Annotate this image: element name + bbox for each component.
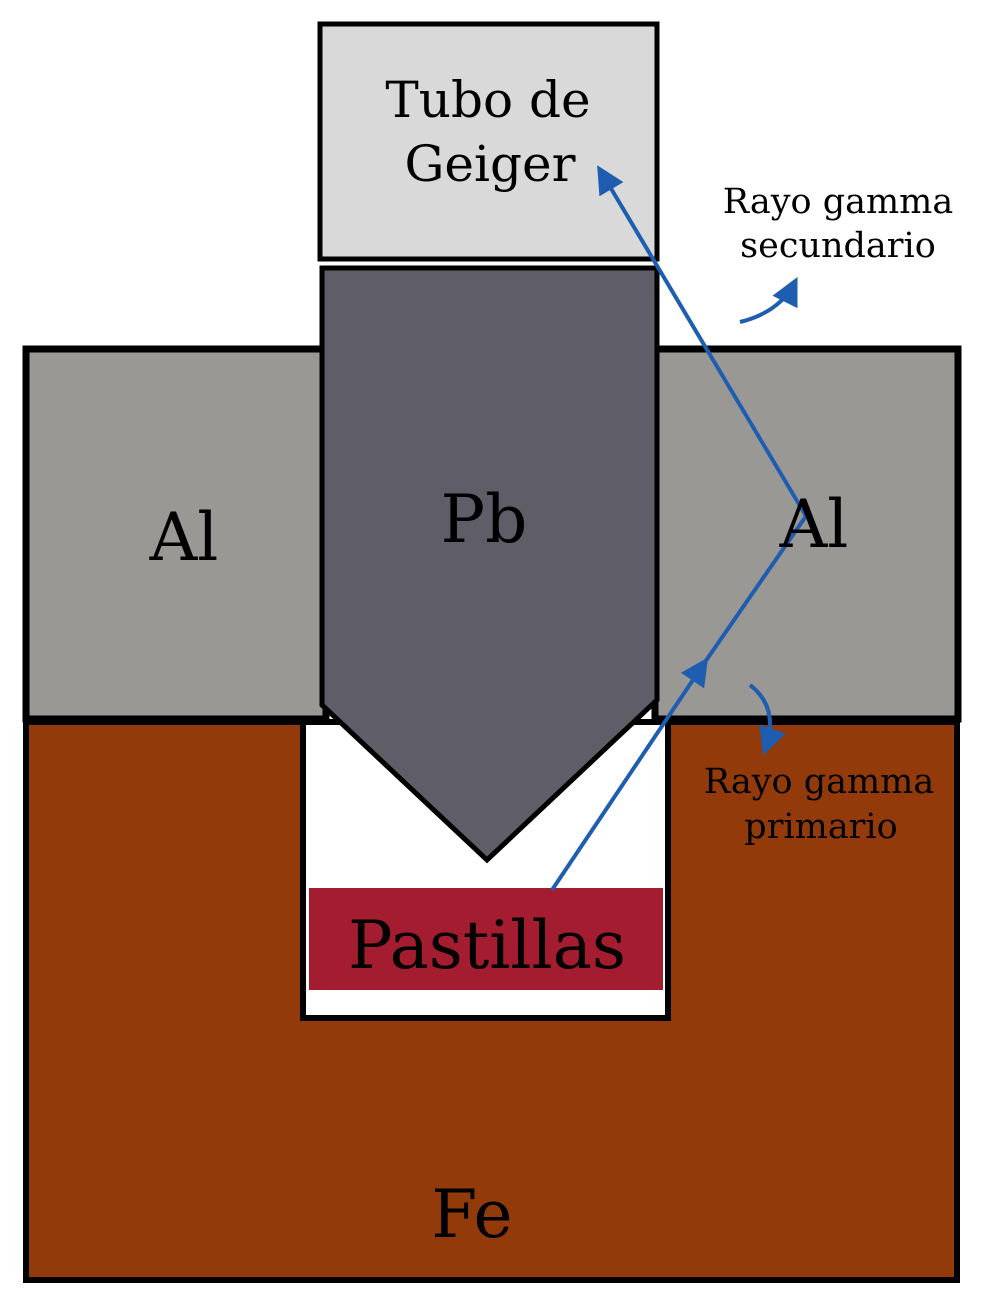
- primary-ray-label-line2: primario: [744, 807, 897, 847]
- secondary-ray-pointer-arrow: [739, 276, 798, 324]
- secondary-ray-label-line1: Rayo gamma: [723, 182, 954, 222]
- iron-label: Fe: [431, 1176, 512, 1253]
- primary-gamma-ray-continuation: [703, 514, 808, 664]
- secondary-ray-label-line2: secundario: [740, 226, 936, 266]
- primary-ray-pointer-arrow: [748, 683, 786, 756]
- pellets-label: Pastillas: [348, 907, 626, 984]
- primary-gamma-ray: [550, 657, 709, 892]
- geiger-label-line2: Geiger: [404, 135, 575, 193]
- secondary-gamma-ray: [597, 165, 808, 518]
- geiger-tube: [317, 21, 660, 262]
- geiger-label-line1: Tubo de: [385, 71, 590, 129]
- aluminum-left-label: Al: [149, 499, 219, 576]
- aluminum-right-label: Al: [779, 486, 849, 563]
- lead-shield: [319, 265, 660, 864]
- aluminum-block-right: [651, 345, 962, 723]
- pellets-sample: [309, 888, 663, 990]
- lead-label: Pb: [441, 481, 528, 558]
- primary-ray-label-line1: Rayo gamma: [704, 762, 935, 802]
